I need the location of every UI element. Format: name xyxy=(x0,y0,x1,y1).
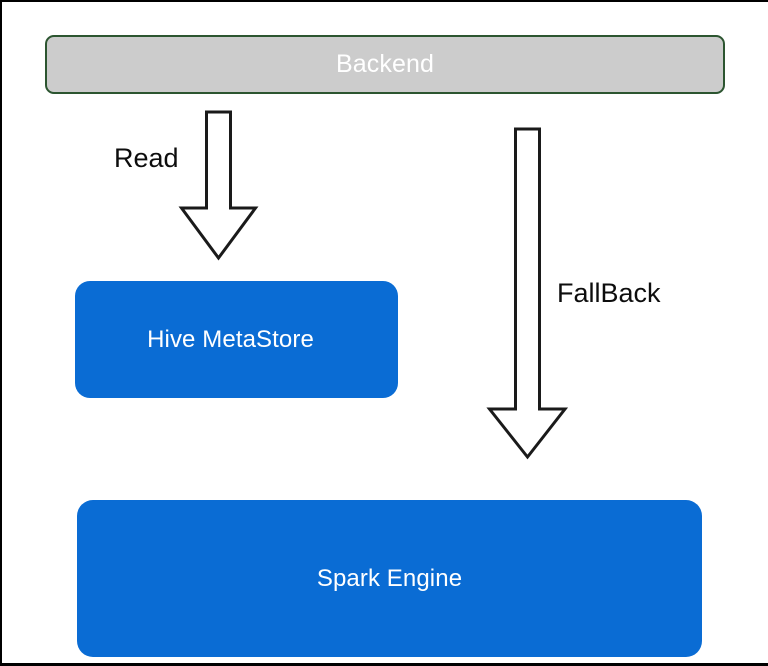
node-backend-label: Backend xyxy=(336,50,434,78)
arrow-fallback-shape xyxy=(486,127,569,460)
edge-label-read: Read xyxy=(114,143,179,173)
arrow-read-shape xyxy=(178,110,259,261)
arrow-read xyxy=(178,110,259,261)
node-hive-metastore-label: Hive MetaStore xyxy=(147,325,314,353)
node-spark-engine-label: Spark Engine xyxy=(316,564,463,592)
node-spark-engine[interactable]: Spark Engine xyxy=(77,500,702,657)
node-backend[interactable]: Backend xyxy=(45,35,725,94)
node-hive-metastore[interactable]: Hive MetaStore xyxy=(75,281,398,398)
arrow-fallback xyxy=(486,127,569,460)
edge-label-fallback: FallBack xyxy=(557,278,661,308)
